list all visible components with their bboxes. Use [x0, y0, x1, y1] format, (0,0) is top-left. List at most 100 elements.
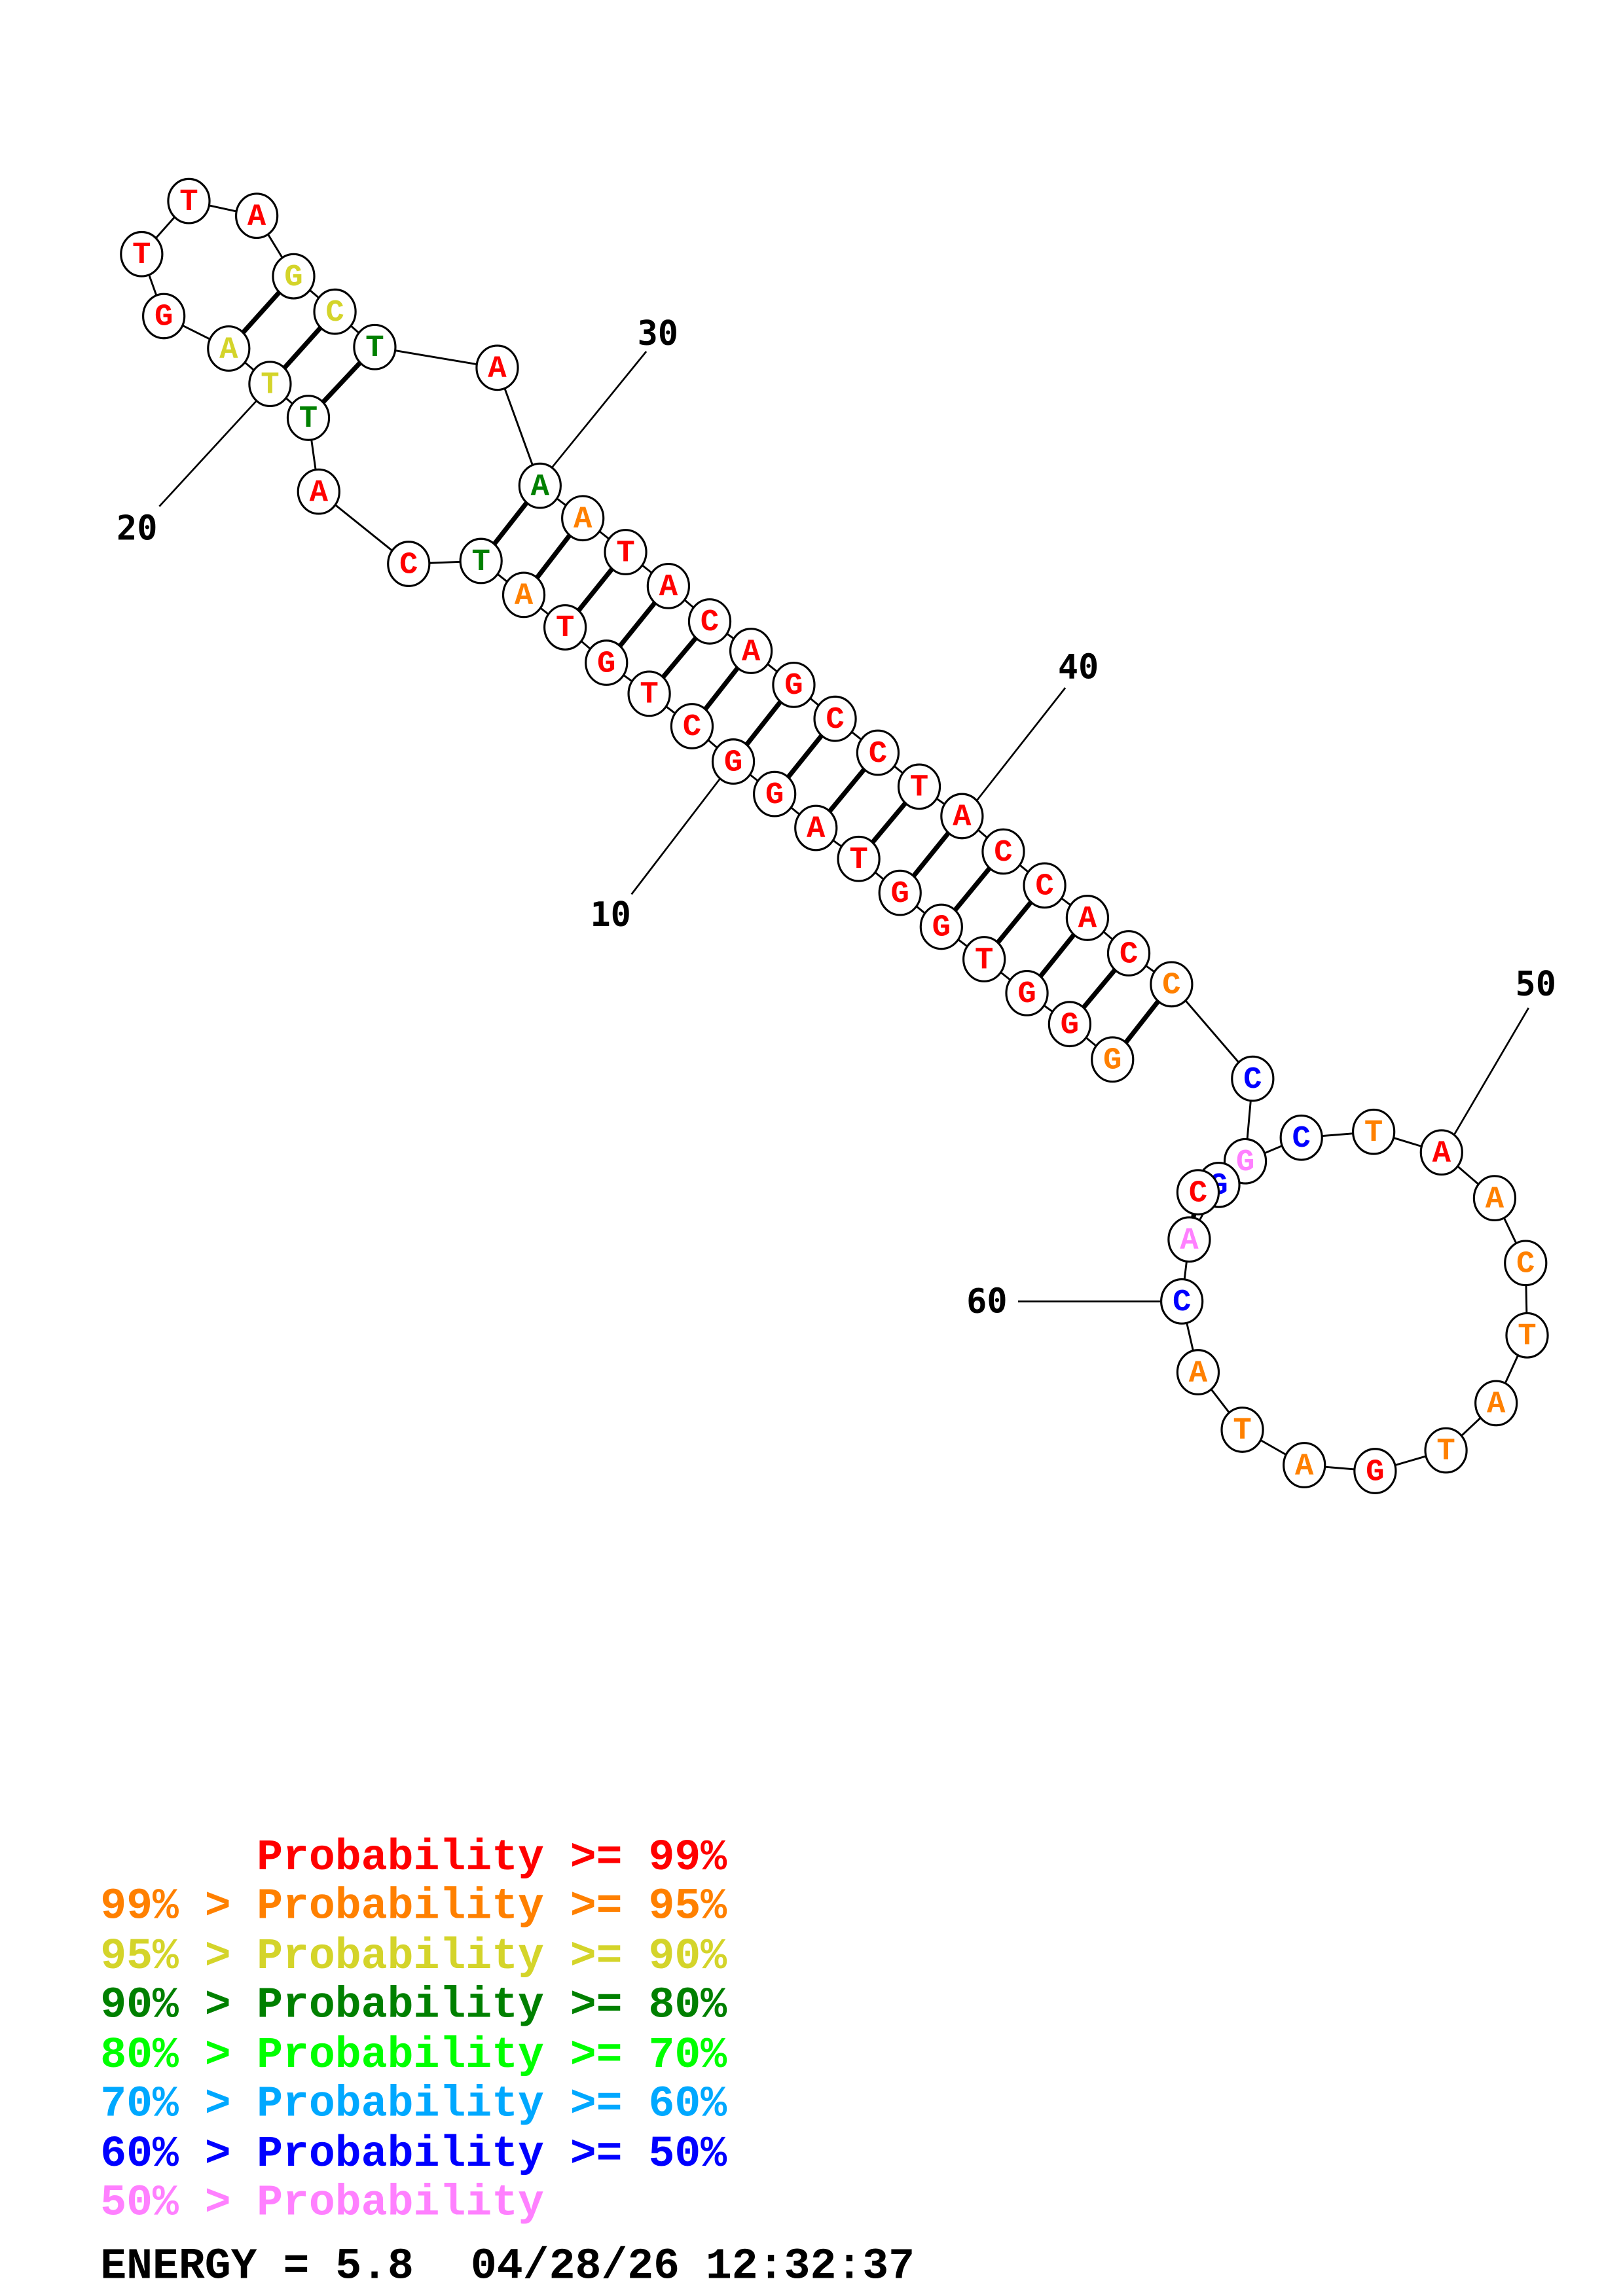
nucleotide: A	[207, 325, 251, 372]
nucleotide-circle	[1504, 1240, 1548, 1287]
nucleotide-circle	[387, 541, 431, 587]
nucleotide-letter: C	[1243, 1063, 1262, 1098]
nucleotide-circle	[711, 738, 756, 785]
legend-row-8-prefix: 50% >	[100, 2178, 230, 2227]
nucleotide-circle	[687, 598, 732, 645]
nucleotide: T	[1220, 1407, 1264, 1453]
legend: Probability >= 99% 99% > Probability >= …	[100, 1833, 727, 2227]
nucleotide-letter: C	[826, 703, 844, 738]
legend-row-2-label: Probability >= 95%	[257, 1882, 727, 1931]
nucleotide: T	[897, 763, 941, 810]
nucleotide: C	[813, 695, 857, 742]
nucleotide-letter: G	[155, 300, 173, 335]
nucleotide-letter: C	[1162, 969, 1180, 1003]
nucleotide: T	[543, 604, 587, 651]
nucleotide-circle	[1091, 1036, 1135, 1083]
nucleotide: T	[1505, 1312, 1549, 1359]
legend-row-6-label: Probability >= 60%	[257, 2079, 727, 2128]
nucleotide-letter: G	[724, 745, 742, 780]
nucleotide: A	[940, 793, 984, 840]
nucleotide-circle	[1160, 1278, 1204, 1325]
nucleotide: C	[1160, 1278, 1204, 1325]
nucleotide-letter: A	[574, 502, 593, 537]
legend-row-7-label: Probability >= 50%	[257, 2130, 727, 2179]
nucleotide-letter: A	[1078, 902, 1097, 937]
nucleotide-letter: T	[1518, 1319, 1536, 1354]
nucleotide-letter: G	[1061, 1008, 1079, 1043]
nucleotide-letter: T	[1436, 1435, 1455, 1469]
nucleotide: T	[604, 529, 647, 575]
nucleotide-letter: G	[1366, 1455, 1384, 1490]
nucleotide: A	[1065, 895, 1110, 941]
nucleotide: G	[772, 661, 816, 708]
nucleotide-letter: T	[132, 238, 151, 273]
legend-row-8-label: Probability	[257, 2178, 544, 2227]
position-tick-line	[1452, 1007, 1529, 1137]
nucleotide-letter: C	[701, 605, 719, 640]
nucleotide: G	[1091, 1036, 1135, 1083]
nucleotide: G	[753, 770, 797, 817]
nucleotide-circle	[940, 793, 984, 840]
nucleotide-letter: T	[616, 536, 634, 571]
nucleotide-letter: T	[640, 678, 658, 713]
nucleotide: C	[1279, 1114, 1323, 1161]
nucleotide-circle	[1005, 969, 1049, 1016]
legend-row-4-prefix: 90% >	[100, 1981, 230, 2030]
nucleotide: A	[794, 804, 838, 852]
nucleotide-circle	[518, 462, 562, 509]
nucleotide: A	[235, 192, 279, 240]
nucleotide-circle	[353, 323, 397, 370]
nucleotide-circle	[142, 293, 186, 340]
nucleotide-circle	[1419, 1129, 1463, 1176]
nucleotide-circle	[837, 835, 881, 882]
nucleotide-circle	[1352, 1108, 1396, 1155]
nucleotide-letter: A	[1487, 1388, 1506, 1422]
nucleotide-letter: T	[299, 402, 318, 437]
nucleotide-circle	[1048, 1001, 1092, 1048]
nucleotide: C	[981, 828, 1025, 875]
legend-row-6-prefix: 70% >	[100, 2079, 230, 2128]
nucleotide-circle	[1279, 1114, 1323, 1161]
position-label: 10	[590, 895, 630, 935]
nucleotide-circle	[670, 703, 714, 749]
nucleotide: A	[561, 495, 605, 542]
nucleotide-letter: G	[891, 877, 909, 912]
nucleotide: C	[387, 541, 431, 587]
nucleotide: G	[711, 738, 756, 785]
nucleotide-letter: A	[310, 476, 329, 511]
nucleotide-circle	[207, 325, 251, 372]
nucleotide-circle	[272, 253, 316, 300]
nucleotide: T	[248, 361, 292, 407]
nucleotide-circle	[1150, 961, 1194, 1008]
legend-row-4-label: Probability >= 80%	[257, 1981, 727, 2030]
nucleotide-circle	[981, 828, 1025, 875]
nucleotide-letter: C	[869, 737, 887, 772]
nucleotide-circle	[585, 639, 629, 686]
nucleotide: G	[878, 869, 922, 916]
nucleotide: G	[919, 903, 963, 950]
legend-row-7-prefix: 60% >	[100, 2130, 230, 2179]
nucleotide-circle	[1023, 862, 1067, 909]
nucleotide-letter: C	[1292, 1122, 1311, 1157]
nucleotide: A	[729, 628, 773, 674]
position-label: 20	[117, 509, 157, 548]
legend-row-3-prefix: 95% >	[100, 1932, 230, 1981]
nucleotide-letter: A	[953, 800, 972, 835]
nucleotide-circle	[856, 729, 900, 776]
nucleotide-letter: T	[849, 843, 867, 878]
nucleotide-circle	[1424, 1427, 1468, 1474]
nucleotide-letter: C	[399, 548, 418, 583]
nucleotide-circle	[1472, 1175, 1517, 1222]
nucleotide: C	[670, 703, 714, 749]
nucleotide: C	[1150, 961, 1194, 1008]
nucleotide-letter: G	[1236, 1145, 1254, 1180]
nucleotide-letter: C	[1120, 937, 1138, 972]
nucleotide-letter: T	[471, 545, 490, 580]
nucleotide: G	[142, 293, 186, 340]
energy-value: ENERGY = 5.8	[100, 2242, 414, 2291]
nucleotide-letter: T	[179, 185, 198, 220]
nucleotide: A	[1419, 1129, 1463, 1176]
nucleotide-letter: A	[742, 635, 761, 670]
nucleotide-letter: A	[1189, 1356, 1208, 1391]
position-tick-line	[630, 774, 724, 895]
